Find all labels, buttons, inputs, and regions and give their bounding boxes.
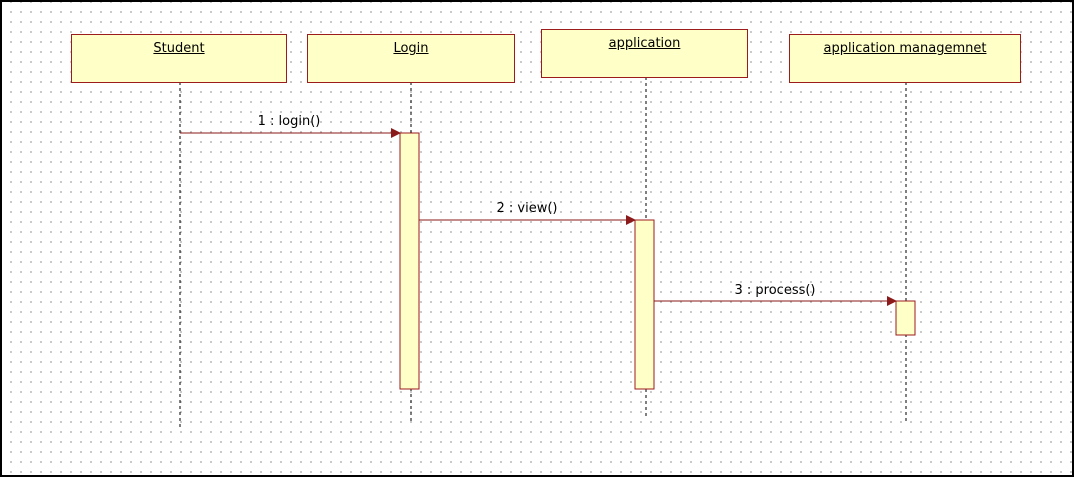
lifeline-label-student: Student bbox=[153, 41, 205, 56]
activation-bar-login bbox=[399, 132, 420, 390]
message-label-process: 3 : process() bbox=[734, 283, 816, 298]
lifeline-box-application: application bbox=[541, 29, 748, 78]
lifeline-label-login: Login bbox=[393, 41, 429, 56]
message-label-login: 1 : login() bbox=[257, 114, 321, 129]
lifeline-box-student: Student bbox=[71, 34, 287, 83]
lifeline-label-application-managemnet: application managemnet bbox=[823, 41, 987, 56]
activation-bar-application-managemnet bbox=[895, 300, 916, 336]
message-label-view: 2 : view() bbox=[496, 201, 558, 216]
lifeline-box-application-managemnet: application managemnet bbox=[789, 34, 1021, 83]
lifeline-label-application: application bbox=[608, 36, 681, 51]
activation-bar-application bbox=[634, 219, 655, 390]
lifeline-box-login: Login bbox=[307, 34, 515, 83]
